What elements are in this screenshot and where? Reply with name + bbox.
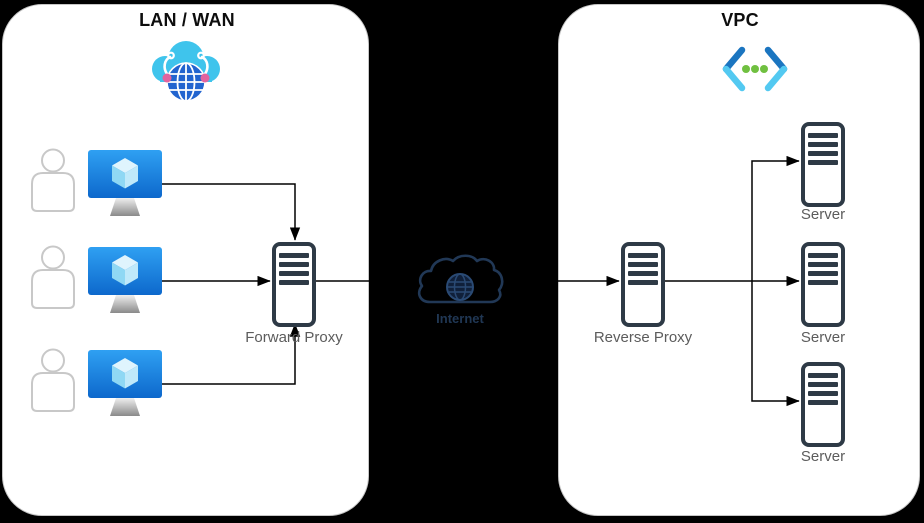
- person-icon: [31, 245, 75, 309]
- server-slot: [279, 253, 309, 258]
- server-slot: [279, 280, 309, 285]
- vpc-panel-title: VPC: [721, 10, 759, 30]
- server1-label: Server: [800, 206, 846, 223]
- internet-label: Internet: [436, 311, 484, 326]
- reverse-proxy-node server-rack-icon: [621, 242, 665, 327]
- virtual-network-icon: [722, 46, 788, 92]
- vm-monitor-icon: [88, 350, 162, 416]
- server-slot: [808, 151, 838, 156]
- internet-cloud-icon: [417, 254, 504, 304]
- person-icon: [31, 348, 75, 412]
- lan-wan-panel-title: LAN / WAN: [139, 10, 235, 30]
- server-slot: [808, 253, 838, 258]
- vm-monitor-icon: [88, 150, 162, 216]
- server-slot: [628, 262, 658, 267]
- server-slot: [279, 262, 309, 267]
- server-slot: [808, 262, 838, 267]
- server-slot: [808, 373, 838, 378]
- server-slot: [808, 382, 838, 387]
- server-slot: [628, 253, 658, 258]
- server-slot: [808, 400, 838, 405]
- server-node server-rack-icon: [801, 242, 845, 327]
- server-slot: [808, 280, 838, 285]
- vm-monitor-icon: [88, 247, 162, 313]
- server-node server-rack-icon: [801, 362, 845, 447]
- server-slot: [808, 391, 838, 396]
- server-slot: [808, 160, 838, 165]
- server-node server-rack-icon: [801, 122, 845, 207]
- reverse-proxy-label: Reverse Proxy: [593, 329, 693, 346]
- server3-label: Server: [800, 448, 846, 465]
- server2-label: Server: [800, 329, 846, 346]
- virtual-wan-cloud-icon: [152, 41, 220, 102]
- forward-proxy-node server-rack-icon: [272, 242, 316, 327]
- person-icon: [31, 148, 75, 212]
- server-slot: [279, 271, 309, 276]
- forward-proxy-label: Forward Proxy: [245, 329, 343, 346]
- server-slot: [628, 271, 658, 276]
- server-slot: [808, 133, 838, 138]
- server-slot: [628, 280, 658, 285]
- server-slot: [808, 271, 838, 276]
- server-slot: [808, 142, 838, 147]
